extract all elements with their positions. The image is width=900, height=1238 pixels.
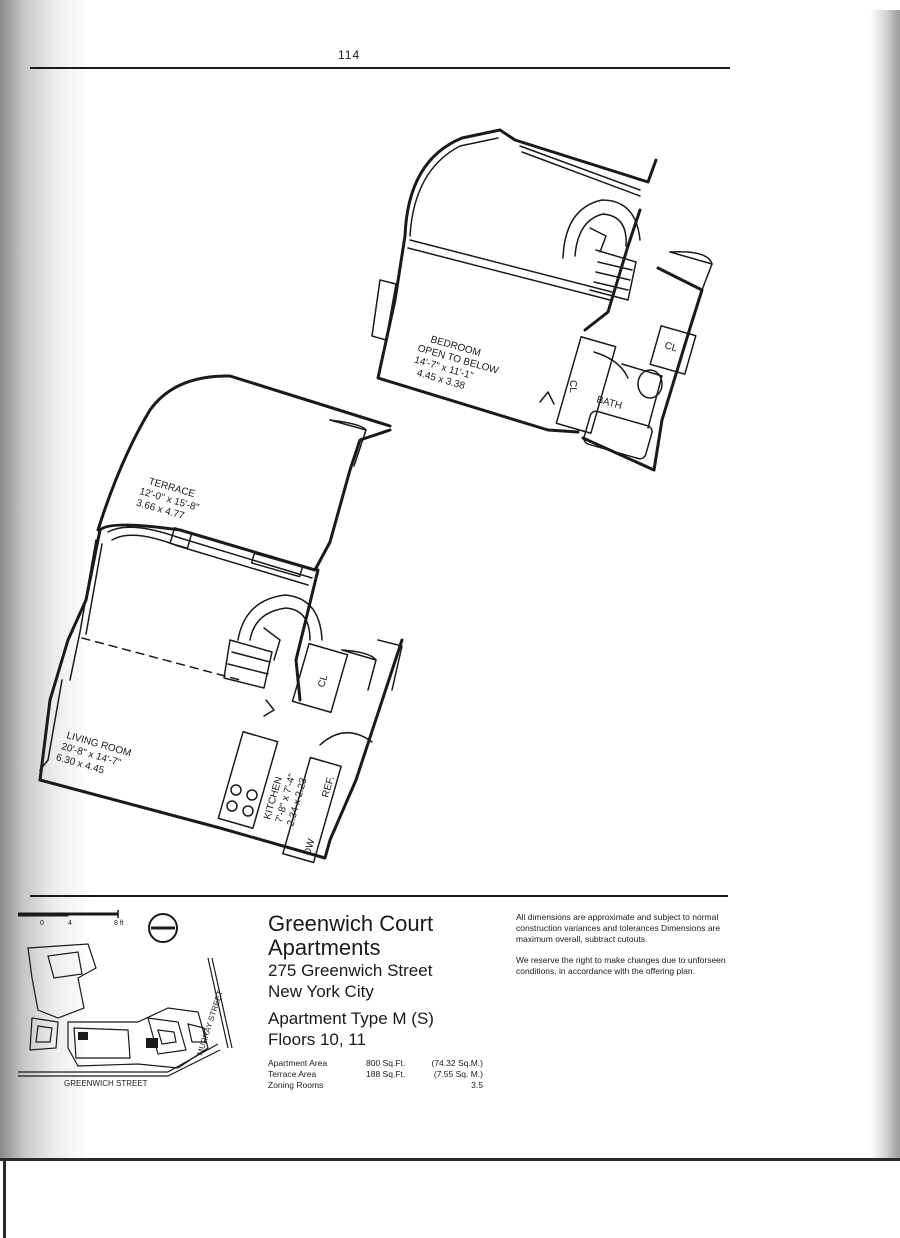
refrigerator-label: REF. (320, 775, 337, 799)
bedroom-unit-walls (376, 128, 704, 472)
dishwasher-label: DW (302, 837, 317, 857)
area-row: Terrace Area 188 Sq.Ft. (7.55 Sq. M.) (268, 1069, 483, 1080)
bath-label: BATH (595, 394, 623, 412)
notes: All dimensions are approximate and subje… (516, 912, 726, 987)
area-value: 188 Sq.Ft. (366, 1069, 406, 1079)
page-edge-bottom (0, 1158, 900, 1161)
page-edge-left (3, 1158, 6, 1238)
area-label: Zoning Rooms (268, 1080, 324, 1090)
area-row: Apartment Area 800 Sq.Ft. (74.32 Sq.M.) (268, 1058, 483, 1069)
area-metric: (74.32 Sq.M.) (431, 1058, 484, 1068)
closet-mid-label: CL (567, 380, 578, 393)
scale-mark-8: 8 ft (114, 920, 124, 927)
street-address: 275 Greenwich Street (268, 961, 433, 980)
key-plan: GREENWICH STREET MURRAY STREET (18, 938, 238, 1103)
top-rule (30, 67, 730, 69)
apartment-type: Apartment Type M (S) (268, 1009, 434, 1028)
area-metric: 3.5 (471, 1080, 483, 1090)
page-number: 114 (338, 48, 361, 62)
area-label: Terrace Area (268, 1069, 317, 1079)
area-value: 800 Sq.Ft. (366, 1058, 406, 1068)
area-row: Zoning Rooms 3.5 (268, 1080, 483, 1091)
scale-bar: 0 4 8 ft (17, 908, 128, 933)
scan-shadow-right (870, 10, 900, 1160)
note-dimensions: All dimensions are approximate and subje… (516, 912, 721, 944)
north-arrow-icon (145, 910, 181, 951)
closet-upper-label: CL (663, 340, 679, 354)
scan-shadow-left (0, 0, 90, 1160)
floors: Floors 10, 11 (268, 1030, 366, 1049)
floor-plan: BEDROOM OPEN TO BELOW 14'-7" x 11'-1" 4.… (38, 128, 713, 864)
title-block: Greenwich Court Apartments 275 Greenwich… (268, 912, 498, 1050)
street-label-greenwich: GREENWICH STREET (64, 1079, 148, 1088)
scale-mark-4: 4 (68, 920, 72, 927)
scale-mark-0: 0 (40, 920, 44, 927)
area-label: Apartment Area (268, 1058, 328, 1068)
area-value (366, 1080, 426, 1091)
closet-lower-label: CL (316, 673, 330, 689)
bottom-rule (30, 895, 728, 897)
city: New York City (268, 982, 374, 1001)
lower-unit-walls (38, 374, 404, 860)
building-name-line2: Apartments (268, 935, 381, 960)
area-metric: (7.55 Sq. M.) (433, 1069, 483, 1079)
street-label-murray: MURRAY STREET (195, 989, 225, 1056)
building-name: Greenwich Court (268, 911, 434, 936)
area-table: Apartment Area 800 Sq.Ft. (74.32 Sq.M.) … (268, 1058, 483, 1091)
note-changes: We reserve the right to make changes due… (516, 955, 726, 976)
